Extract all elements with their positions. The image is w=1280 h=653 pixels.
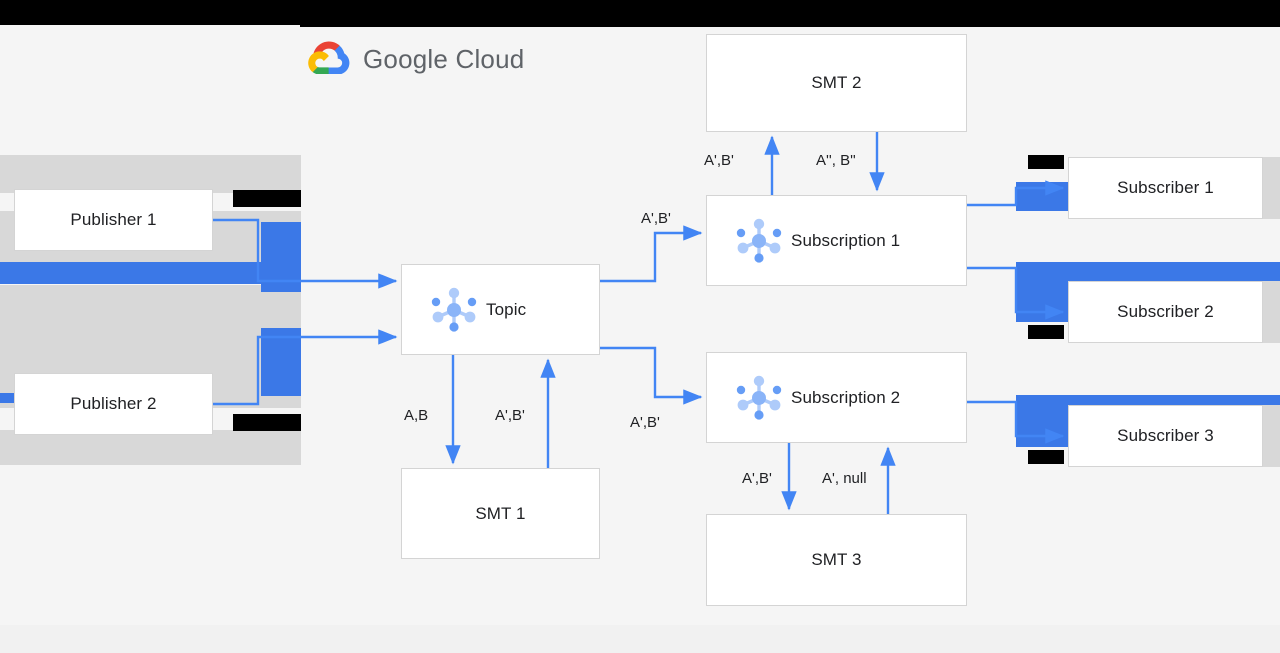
glitch-block-gray-r2 bbox=[1263, 281, 1280, 343]
node-label-publisher-2: Publisher 2 bbox=[70, 394, 157, 413]
glitch-block-gray-3 bbox=[0, 285, 301, 340]
node-publisher-2[interactable]: Publisher 2 bbox=[14, 373, 213, 435]
node-topic[interactable]: Topic bbox=[401, 264, 600, 355]
node-smt-2[interactable]: SMT 2 bbox=[706, 34, 967, 132]
edge-label-topic-to-subscription-1: A',B' bbox=[641, 210, 671, 227]
glitch-block-black-5 bbox=[1028, 450, 1064, 464]
edge-label-subscription2-to-smt3: A',B' bbox=[742, 470, 772, 487]
google-cloud-logo-icon bbox=[308, 40, 350, 79]
edge-label-smt2-to-subscription1: A'', B'' bbox=[816, 152, 856, 169]
glitch-block-blue-1 bbox=[261, 222, 301, 292]
logo-word-cloud: Cloud bbox=[455, 44, 525, 74]
glitch-block-black-4 bbox=[1028, 325, 1064, 339]
glitch-block-gray-6 bbox=[0, 430, 301, 465]
glitch-block-black-1 bbox=[233, 190, 301, 207]
glitch-block-blue-3 bbox=[261, 328, 301, 396]
glitch-block-gray-4 bbox=[0, 340, 301, 370]
edge-label-subscription1-to-smt2: A',B' bbox=[704, 152, 734, 169]
node-subscriber-2[interactable]: Subscriber 2 bbox=[1068, 281, 1263, 343]
node-smt-3[interactable]: SMT 3 bbox=[706, 514, 967, 606]
glitch-block-gray-r1 bbox=[1263, 157, 1280, 219]
edge-label-smt3-to-subscription2: A', null bbox=[822, 470, 867, 487]
edge-label-smt1-to-topic: A',B' bbox=[495, 407, 525, 424]
glitch-block-blue-9 bbox=[1016, 395, 1068, 447]
glitch-block-blue-5 bbox=[1016, 182, 1068, 211]
node-label-subscription-2: Subscription 2 bbox=[791, 387, 901, 407]
node-subscriber-3[interactable]: Subscriber 3 bbox=[1068, 405, 1263, 467]
node-label-topic: Topic bbox=[486, 299, 527, 319]
node-smt-1[interactable]: SMT 1 bbox=[401, 468, 600, 559]
node-label-publisher-1: Publisher 1 bbox=[70, 210, 157, 229]
bottom-strip-background bbox=[0, 625, 1280, 653]
node-label-subscriber-1: Subscriber 1 bbox=[1117, 178, 1214, 197]
node-label-subscriber-2: Subscriber 2 bbox=[1117, 302, 1214, 321]
edge-label-topic-to-subscription-2: A',B' bbox=[630, 414, 660, 431]
glitch-block-blue-2 bbox=[0, 262, 261, 284]
glitch-block-blue-6 bbox=[1016, 262, 1280, 282]
node-label-smt-3: SMT 3 bbox=[811, 550, 862, 569]
logo-word-google: Google bbox=[363, 44, 449, 74]
glitch-block-blue-4 bbox=[0, 393, 14, 403]
google-cloud-logo: Google Cloud bbox=[308, 40, 524, 79]
node-label-smt-1: SMT 1 bbox=[475, 503, 526, 523]
glitch-block-gray-l1 bbox=[213, 189, 301, 190]
node-subscription-1[interactable]: Subscription 1 bbox=[706, 195, 967, 286]
glitch-block-black-2 bbox=[233, 414, 301, 431]
google-cloud-wordmark: Google Cloud bbox=[363, 44, 524, 75]
top-black-bar-right bbox=[300, 0, 1280, 27]
node-subscription-2[interactable]: Subscription 2 bbox=[706, 352, 967, 443]
node-label-subscription-1: Subscription 1 bbox=[791, 230, 901, 250]
edge-label-topic-to-smt1: A,B bbox=[404, 407, 429, 424]
node-publisher-1[interactable]: Publisher 1 bbox=[14, 189, 213, 251]
glitch-block-gray-r3 bbox=[1263, 405, 1280, 467]
node-label-subscriber-3: Subscriber 3 bbox=[1117, 426, 1214, 445]
node-label-smt-2: SMT 2 bbox=[811, 73, 862, 92]
glitch-block-black-3 bbox=[1028, 155, 1064, 169]
glitch-block-gray-1 bbox=[0, 155, 301, 193]
node-subscriber-1[interactable]: Subscriber 1 bbox=[1068, 157, 1263, 219]
glitch-block-blue-7 bbox=[1016, 262, 1068, 322]
